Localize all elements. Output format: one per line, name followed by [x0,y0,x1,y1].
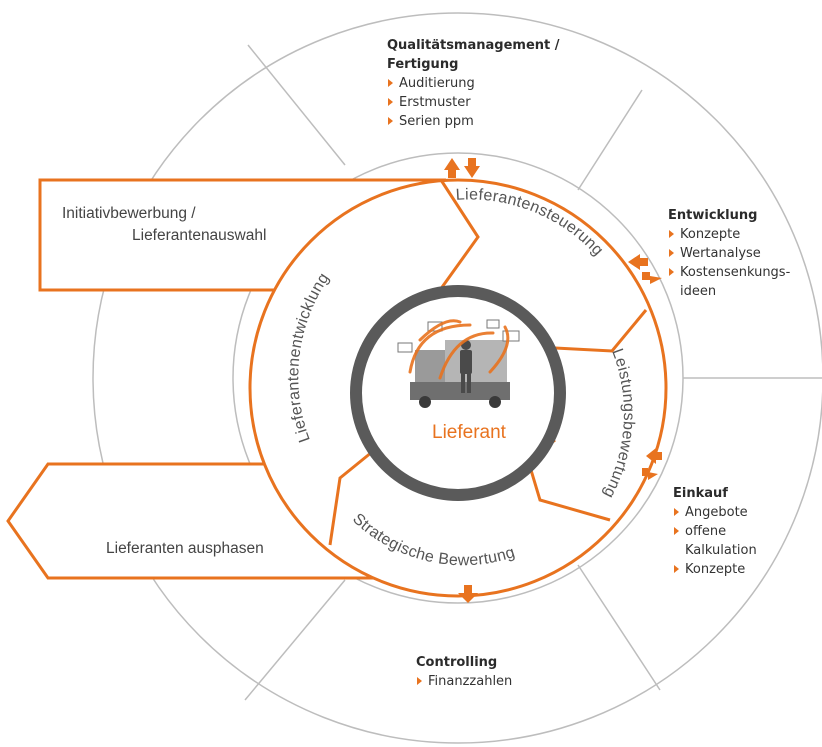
outer-dividers [244,44,822,701]
list-item: ideen [680,284,717,299]
double-arrow-top-icon [444,158,480,178]
arrow-down-icon [458,585,478,603]
section-controlling: Controlling Finanzzahlen [416,653,512,691]
section-einkauf: Einkauf Angebote offene Kalkulation Konz… [673,484,757,579]
einkauf-title: Einkauf [673,486,728,501]
bullet-icon [674,527,679,535]
double-arrow-right-bottom-icon [642,448,662,480]
list-item: Konzepte [673,560,757,579]
bullet-icon [674,508,679,516]
bullet-icon [388,117,393,125]
list-item: Kalkulation [685,543,757,558]
list-item: Kostensenkungs- [668,263,790,282]
bullet-icon [417,677,422,685]
section-qualitaet: Qualitätsmanagement / Fertigung Auditier… [387,36,560,131]
center-illustration [397,319,520,408]
list-item: Serien ppm [387,112,560,131]
list-item: Angebote [673,503,757,522]
list-item: Erstmuster [387,93,560,112]
entwicklung-title: Entwicklung [668,208,758,223]
list-item: Wertanalyse [668,244,790,263]
controlling-title: Controlling [416,655,498,670]
bullet-icon [669,230,674,238]
initiativ-line1: Initiativbewerbung / [62,205,196,222]
list-item: offene [673,522,757,541]
list-item: Finanzzahlen [416,672,512,691]
bullet-icon [669,268,674,276]
double-arrow-right-top-icon [628,254,662,284]
initiativ-line2: Lieferantenauswahl [132,227,266,244]
qualitaet-title-line1: Qualitätsmanagement / [387,38,560,53]
person-icon [460,340,472,393]
lieferant-label: Lieferant [432,422,507,443]
list-item: Konzepte [668,225,790,244]
section-entwicklung: Entwicklung Konzepte Wertanalyse Kostens… [668,206,790,301]
bullet-icon [669,249,674,257]
list-item: Auditierung [387,74,560,93]
qualitaet-title-line2: Fertigung [387,57,459,72]
bullet-icon [388,98,393,106]
bullet-icon [674,565,679,573]
ausphasen-label: Lieferanten ausphasen [106,540,264,557]
bullet-icon [388,79,393,87]
